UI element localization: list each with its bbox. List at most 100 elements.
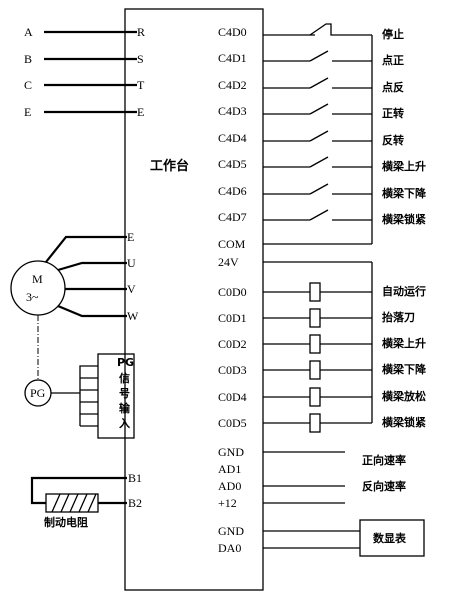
relay-coil xyxy=(309,360,321,380)
motor-terminal-v: V xyxy=(127,282,136,296)
power-input-e: E E xyxy=(24,105,144,119)
di-row-c4d4: C4D4 反转 xyxy=(218,130,404,147)
pg-signal-char-1: 信 xyxy=(119,371,130,385)
plus12-terminal: +12 xyxy=(218,496,237,510)
di-terminal-label: C4D2 xyxy=(218,78,247,92)
di-terminal-label: C4D6 xyxy=(218,184,247,198)
da0-terminal: DA0 xyxy=(218,541,241,555)
do-row-c0d1: C0D1 抬落刀 xyxy=(218,308,415,328)
do-row-c0d2: C0D2 横梁上升 xyxy=(218,334,426,354)
do-row-c0d0: C0D0 自动运行 xyxy=(218,282,426,302)
analog-gnd-terminal: GND xyxy=(218,445,244,459)
power-input-b: B S xyxy=(24,52,144,66)
di-row-c4d3: C4D3 正转 xyxy=(218,103,404,120)
do-function-label: 抬落刀 xyxy=(382,310,415,324)
do-row-c0d3: C0D3 横梁下降 xyxy=(218,360,427,380)
do-row-c0d5: C0D5 横梁锁紧 xyxy=(218,413,426,433)
brake-terminal-b1: B1 xyxy=(128,471,142,485)
line-label-e: E xyxy=(24,105,31,119)
di-terminal-label: C4D7 xyxy=(218,210,247,224)
digital-inputs: COM C4D0 停止 C4D1 点正 C4D2 点反 C4D3 正转 xyxy=(218,23,427,251)
ad1-function-label: 正向速率 xyxy=(362,453,406,467)
do-function-label: 自动运行 xyxy=(382,284,426,298)
terminal-e: E xyxy=(137,105,144,119)
di-function-label: 停止 xyxy=(382,27,404,41)
di-terminal-label: C4D1 xyxy=(218,51,247,65)
motor: M 3~ E U V W xyxy=(10,230,139,323)
di-terminal-label: C4D5 xyxy=(218,157,247,171)
display-meter-label: 数显表 xyxy=(373,531,407,545)
encoder: PG PG 信 号 输 入 xyxy=(24,353,135,439)
do-terminal-label: C0D3 xyxy=(218,363,247,377)
display-meter: GND DA0 数显表 xyxy=(218,519,425,557)
di-terminal-label: C4D4 xyxy=(218,131,247,145)
do-function-label: 横梁上升 xyxy=(382,336,426,350)
pg-terminal-label: PG xyxy=(117,356,134,369)
line-label-c: C xyxy=(24,78,32,92)
pg-terminal-block xyxy=(97,353,135,439)
di-function-label: 横梁下降 xyxy=(382,186,427,200)
line-label-a: A xyxy=(24,25,33,39)
di-terminal-label: C4D3 xyxy=(218,104,247,118)
relay-coil xyxy=(309,413,321,433)
motor-terminal-e: E xyxy=(127,230,134,244)
di-row-c4d5: C4D5 横梁上升 xyxy=(218,156,426,173)
do-terminal-label: C0D4 xyxy=(218,390,247,404)
do-function-label: 横梁锁紧 xyxy=(382,415,426,429)
di-row-c4d6: C4D6 横梁下降 xyxy=(218,183,427,200)
di-row-c4d1: C4D1 点正 xyxy=(218,50,404,67)
di-row-c4d7: C4D7 横梁锁紧 xyxy=(218,209,426,226)
encoder-label: PG xyxy=(30,386,46,400)
pg-signal-char-4: 入 xyxy=(119,417,130,430)
di-function-label: 正转 xyxy=(382,106,404,120)
power-inputs: A R B S C T E E xyxy=(24,25,145,119)
terminal-s: S xyxy=(137,52,144,66)
motor-terminal-u: U xyxy=(127,256,136,270)
display-meter-box xyxy=(359,519,425,557)
di-function-label: 点反 xyxy=(382,80,404,94)
analog-inputs: GND AD1 正向速率 AD0 反向速率 +12 xyxy=(218,445,406,510)
do-terminal-label: C0D2 xyxy=(218,337,247,351)
relay-coil xyxy=(309,282,321,302)
di-row-c4d0: C4D0 停止 xyxy=(218,23,404,41)
brake-resistor: B1 B2 制动电阻 xyxy=(30,471,142,529)
line-label-b: B xyxy=(24,52,32,66)
terminal-t: T xyxy=(137,78,145,92)
brake-terminal-b2: B2 xyxy=(128,496,142,510)
do-terminal-label: C0D5 xyxy=(218,416,247,430)
do-terminal-label: C0D1 xyxy=(218,311,247,325)
relay-coil xyxy=(309,334,321,354)
di-function-label: 横梁锁紧 xyxy=(382,212,426,226)
pg-signal-char-3: 输 xyxy=(119,401,131,415)
motor-symbol xyxy=(10,260,66,316)
brake-resistor-label: 制动电阻 xyxy=(44,515,88,529)
da-gnd-terminal: GND xyxy=(218,524,244,538)
di-function-label: 反转 xyxy=(382,133,404,147)
com-terminal: COM xyxy=(218,237,246,251)
relay-coil xyxy=(309,308,321,328)
controller-box xyxy=(124,8,264,591)
v24-terminal: 24V xyxy=(218,255,239,269)
do-row-c0d4: C0D4 横梁放松 xyxy=(218,387,426,407)
controller-title: 工作台 xyxy=(150,158,189,174)
pg-signal-char-2: 号 xyxy=(119,387,130,400)
motor-terminal-w: W xyxy=(127,309,139,323)
di-function-label: 横梁上升 xyxy=(382,159,426,173)
do-function-label: 横梁下降 xyxy=(382,362,427,376)
digital-outputs: 24V C0D0 自动运行 C0D1 抬落刀 C0D2 横梁上升 C0D3 xyxy=(218,255,427,433)
di-function-label: 点正 xyxy=(382,53,404,67)
ad0-function-label: 反向速率 xyxy=(362,479,406,493)
ad1-terminal: AD1 xyxy=(218,462,241,476)
ad0-terminal: AD0 xyxy=(218,479,241,493)
di-row-c4d2: C4D2 点反 xyxy=(218,77,404,94)
do-function-label: 横梁放松 xyxy=(382,389,426,403)
do-terminal-label: C0D0 xyxy=(218,285,247,299)
relay-coil xyxy=(309,387,321,407)
motor-label: M xyxy=(32,272,43,286)
motor-phase-label: 3~ xyxy=(26,290,39,304)
di-terminal-label: C4D0 xyxy=(218,25,247,39)
power-input-c: C T xyxy=(24,78,145,92)
terminal-r: R xyxy=(137,25,145,39)
